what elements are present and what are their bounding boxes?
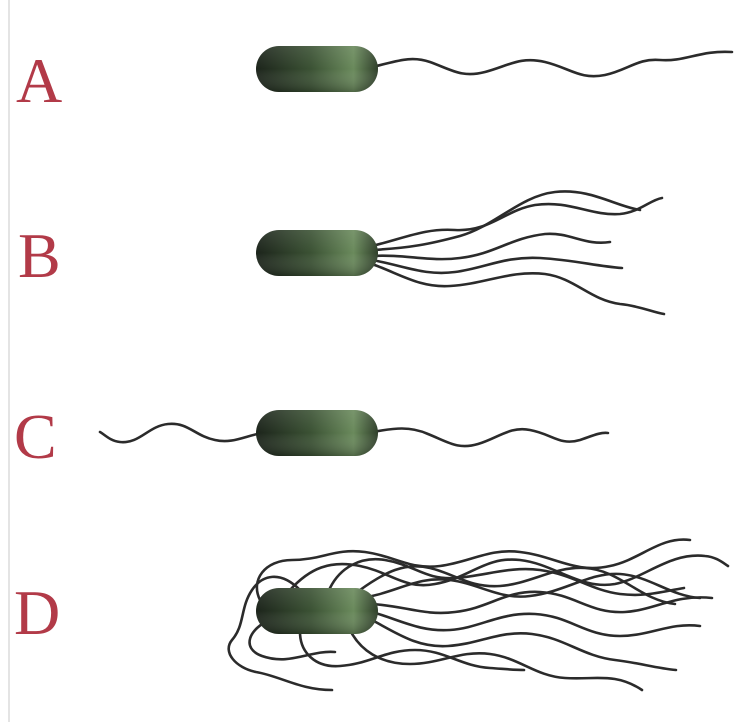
flagellum xyxy=(330,559,684,595)
bacterium-cell xyxy=(256,230,378,276)
flagellum xyxy=(350,630,642,690)
panel-c: C xyxy=(14,401,608,472)
panel-a: A xyxy=(16,45,732,116)
flagellum xyxy=(372,429,608,447)
bacterium-cell xyxy=(256,46,378,92)
panel-label-d: D xyxy=(14,577,60,648)
flagellum xyxy=(372,52,732,76)
bacterium-cell xyxy=(256,588,378,634)
flagellum xyxy=(100,424,262,442)
flagellum xyxy=(372,612,700,636)
panel-d: D xyxy=(14,540,728,690)
flagellum xyxy=(372,264,664,314)
bacterium-cell xyxy=(256,410,378,456)
panel-b: B xyxy=(18,191,664,314)
flagellum xyxy=(372,191,640,250)
panel-label-a: A xyxy=(16,45,62,116)
panel-label-b: B xyxy=(18,220,61,291)
panel-label-c: C xyxy=(14,401,57,472)
flagellum xyxy=(372,258,622,273)
